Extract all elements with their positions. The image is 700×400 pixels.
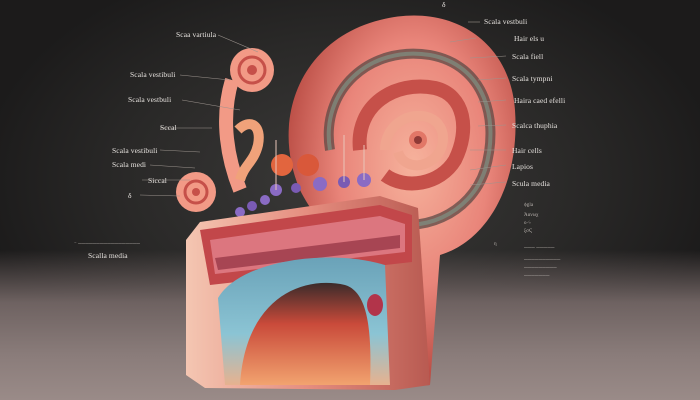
label-scala-vestbuli: Scala vestbuli [128, 95, 172, 104]
spiral-shell [288, 15, 516, 389]
label-scala-fiell: Scala fiell [512, 52, 544, 61]
label-top-mark: δ [442, 0, 446, 9]
label-scala-medi: Scala medi [112, 160, 147, 169]
faint-annotation-right-5: η [494, 242, 497, 247]
label-hair-els: Hair els u [514, 34, 545, 43]
faint-annotation-left: ⁻ ───────────────── [74, 242, 141, 247]
faint-annotation-right-6: ─── ───── [524, 246, 555, 251]
label-scala-vartula: Scaa vartiula [176, 30, 217, 39]
apical-spirals [176, 48, 274, 212]
leader-lines [139, 21, 507, 197]
label-scalca-thuphia: Scalca thuphia [512, 121, 558, 130]
faint-annotation-right-3: ο·ϟ [524, 221, 531, 226]
faint-annotation-right-4: ξσϚ [524, 229, 533, 234]
faint-annotation-right-9: ─────── [524, 274, 550, 279]
faint-annotation-right-2: Άανωχ [524, 213, 539, 218]
faint-annotation-right-8: ───────── [524, 266, 557, 271]
label-scalla-media: Scalla media [88, 251, 128, 260]
label-scala-vestbuli-right: Scala vestbuli [484, 17, 528, 26]
label-hair-cells: Hair cells [512, 146, 542, 155]
cross-section-block [186, 196, 430, 390]
label-haira-caed: Haira caed efelli [514, 96, 566, 105]
label-scula-media: Scula media [512, 179, 550, 188]
faint-annotation-right-1: ϕgla [524, 203, 534, 208]
label-lapios: Lapios [512, 162, 534, 171]
label-sccal: Sccal [160, 123, 177, 132]
label-scala-tympni: Scala tympni [512, 74, 553, 83]
faint-annotation-right-7: ────────── [524, 258, 561, 263]
hair-cells [235, 135, 371, 217]
label-scala-vestibuli-lower: Scala vestibuli [112, 146, 158, 155]
label-small-mark: δ [128, 191, 132, 200]
label-siccal: Siccal [148, 176, 167, 185]
label-scala-vestibuli: Scala vestibuli [130, 70, 176, 79]
